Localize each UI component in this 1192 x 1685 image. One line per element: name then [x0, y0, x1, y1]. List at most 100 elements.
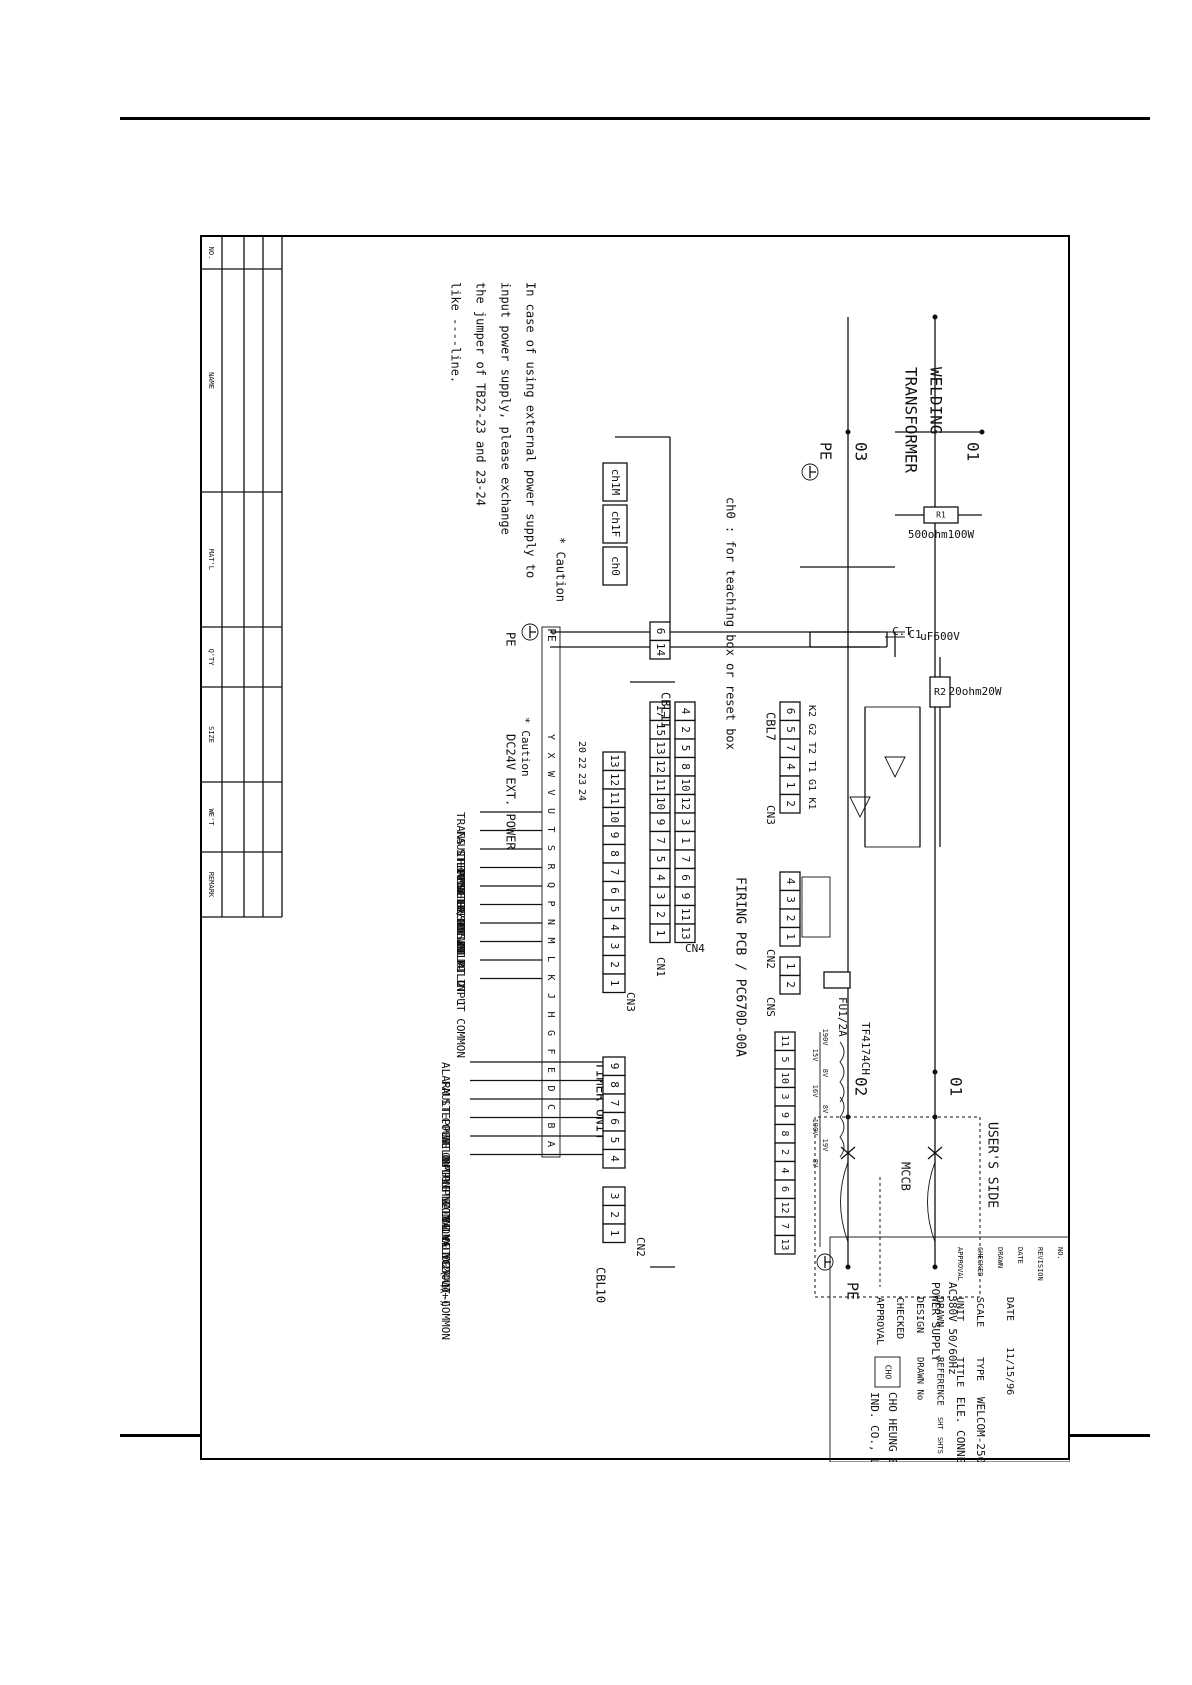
title-unit: UNIT: [954, 1297, 965, 1321]
ext-power-label: DC24V EXT. POWER: [504, 734, 518, 850]
tb-jumper: 22: [576, 757, 587, 769]
users-side-box: [814, 1116, 981, 1298]
tf-pin: 8: [779, 1130, 790, 1136]
cn1-pin: 13: [654, 741, 667, 754]
tf-tap: 190V: [811, 1119, 819, 1137]
r1-label: R1: [936, 511, 946, 520]
mccb-contact-1: [927, 1161, 936, 1243]
cn3-pin: 6: [784, 708, 797, 715]
cn1-pin: 12: [654, 760, 667, 773]
phase-01-label: 01: [947, 1077, 966, 1096]
terminal-letter: V: [545, 789, 556, 795]
input-label: TRANS THERMO: [454, 812, 467, 891]
c1-capacitor: [885, 631, 905, 638]
revision-table-header: REMARK: [207, 872, 215, 898]
input-label: INPUT COMMON: [454, 979, 467, 1058]
terminal-letter: X: [545, 752, 556, 758]
cn3-pin: 7: [784, 745, 797, 752]
valve-label: VALVE OUT COMMON: [439, 1234, 452, 1340]
cn3-pin: 2: [784, 800, 797, 807]
cn4-pin: 5: [679, 745, 692, 752]
transformer-label: TRANSFORMER: [902, 367, 921, 473]
cn2-pin: 3: [784, 896, 797, 903]
title-date-label: DATE: [1004, 1297, 1015, 1321]
title-scale: SCALE: [974, 1297, 985, 1327]
tb-jumper: 20: [576, 741, 587, 753]
transformer-01-label: 01: [964, 442, 983, 461]
output-label: WELD COMPLETE: [439, 1136, 452, 1222]
cn1-pin: 2: [654, 911, 667, 918]
ch-note: ch0 : for teaching box or reset box: [724, 497, 738, 750]
cn3-pin-box: [779, 793, 801, 814]
cn1-pin: 10: [654, 797, 667, 810]
terminal-letter: F: [545, 1048, 556, 1054]
ground-icon: [521, 623, 539, 641]
terminal-letter: C: [545, 1104, 556, 1110]
caution-title: * Caution: [554, 537, 568, 602]
timer-cn3-pin: 2: [608, 961, 621, 968]
cn4-pin: 2: [679, 726, 692, 733]
cn4-pin: 7: [679, 856, 692, 863]
title-shts: SHTS: [936, 1437, 944, 1454]
cn4-label: CN4: [685, 942, 705, 955]
cn1-pin: 17: [654, 704, 667, 717]
cn3-pin: 1: [784, 782, 797, 789]
cn3-pin: 4: [784, 763, 797, 770]
cn3-pin: 5: [784, 726, 797, 733]
tf-coil-2: [839, 1096, 845, 1158]
cn4-pin: 8: [679, 763, 692, 770]
terminal-letter: H: [545, 1011, 556, 1017]
tf-pin: 11: [779, 1035, 790, 1047]
revision-table-header: MAT'L: [207, 549, 215, 570]
input-label: PILOT 2: [454, 942, 467, 988]
tf-tap: 15V: [811, 1049, 819, 1062]
caution-line: like ----line.: [449, 282, 463, 383]
mccb-label: MCCB: [899, 1162, 913, 1191]
cn1-pin: 3: [654, 893, 667, 900]
title-rev-header: NO.: [1056, 1247, 1064, 1260]
welding-label: WELDING: [927, 367, 946, 434]
cn1-pin: 15: [654, 723, 667, 736]
company-name-1: CHO HEUNG ELECTRIC: [886, 1392, 899, 1462]
title-reference: REFERENCE: [935, 1357, 945, 1406]
tf-tap: 8V: [811, 1159, 819, 1168]
r2-label: R2: [934, 687, 946, 698]
cn2-pin: 4: [784, 878, 797, 885]
cn1-pin-box: [649, 923, 671, 944]
terminal-letter: U: [545, 808, 556, 814]
terminal-letter: G: [545, 1030, 556, 1036]
terminal-letter: Y: [545, 734, 556, 740]
caution-line: the jumper of TB22-23 and 23-24: [474, 282, 488, 506]
tf-coil-1: [839, 1041, 845, 1103]
cbl7-label: CBL7: [764, 712, 778, 741]
cn4-pin: 12: [679, 797, 692, 810]
timer-output-pin: 5: [608, 1137, 621, 1144]
tf-pin: 9: [779, 1112, 790, 1118]
timer-cn3-pin: 11: [608, 791, 621, 804]
terminal-letter: T: [545, 826, 556, 832]
cn2-pin-box: [779, 926, 801, 947]
caution-line: input power supply, please exchange: [499, 282, 513, 535]
cn1-pin: 11: [654, 778, 667, 791]
terminal-letter: J: [545, 993, 556, 999]
tf-pin: 7: [779, 1223, 790, 1229]
mccb-cross: [927, 1146, 943, 1160]
timer-cn3-pin: 8: [608, 850, 621, 857]
input-label: FAULT RESET: [454, 831, 467, 904]
pe-label-bottom: PE: [844, 1282, 862, 1300]
ch-box: [602, 462, 628, 502]
revision-table-header: Q'TY: [207, 649, 215, 667]
cn4-pin: 13: [679, 926, 692, 939]
terminal-letter: W: [545, 771, 556, 778]
valve-label: VALVE OUT 1(-): [439, 1216, 452, 1309]
timer-cn3-label: CN3: [624, 992, 637, 1012]
timer-cn3-pin: 6: [608, 887, 621, 894]
company-name-2: IND. CO., LTD.: [868, 1392, 881, 1462]
timer-cn2-pin: 3: [608, 1193, 621, 1200]
cn3-signal: T2: [806, 742, 817, 754]
ground-icon: [816, 1253, 834, 1271]
fuse-label: FU1/2A: [836, 997, 849, 1037]
output-label: OUTPUT COMMON: [439, 1155, 452, 1241]
title-checked: CHECKED: [894, 1297, 905, 1339]
